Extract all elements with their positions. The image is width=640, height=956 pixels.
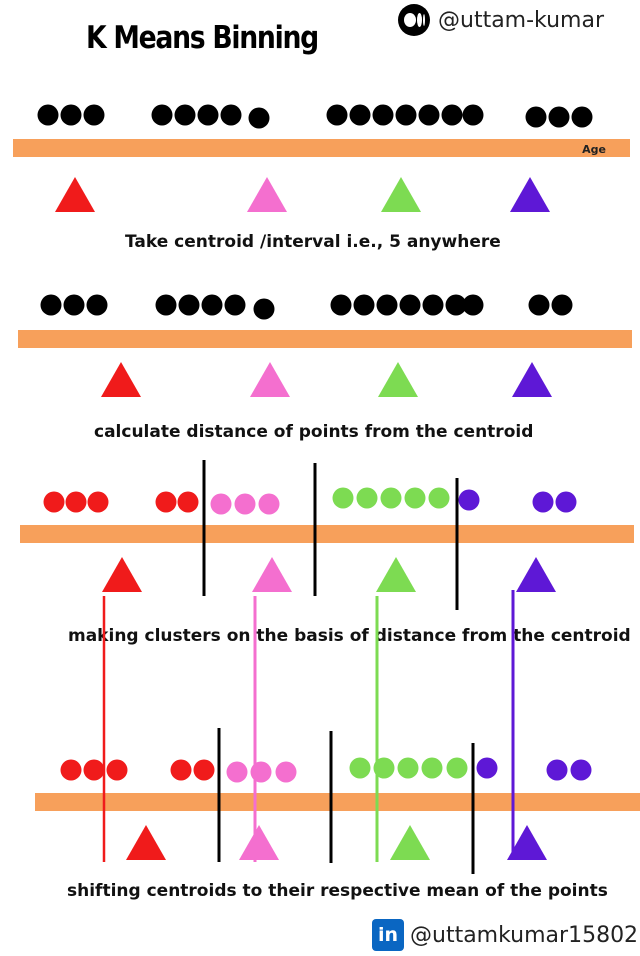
data-point: [528, 294, 550, 316]
cluster-point: [404, 487, 426, 509]
step3-caption: making clusters on the basis of distance…: [68, 626, 631, 646]
age-axis-label: Age: [582, 143, 606, 156]
data-point: [220, 104, 242, 126]
data-point: [441, 104, 463, 126]
data-point: [551, 294, 573, 316]
data-point: [525, 106, 547, 128]
data-point: [571, 106, 593, 128]
data-point: [83, 104, 105, 126]
cluster-point: [428, 487, 450, 509]
data-point: [155, 294, 177, 316]
cluster-point: [570, 759, 592, 781]
cluster-point: [397, 757, 419, 779]
data-point: [372, 104, 394, 126]
data-point: [60, 104, 82, 126]
data-point: [326, 104, 348, 126]
data-point: [330, 294, 352, 316]
data-point: [178, 294, 200, 316]
linkedin-handle: @uttamkumar15802: [410, 922, 639, 948]
data-point: [376, 294, 398, 316]
centroid-triangle: [507, 825, 547, 860]
centroid-triangle: [239, 825, 279, 860]
data-point: [248, 107, 270, 129]
data-point: [445, 294, 467, 316]
centroid-triangle: [390, 825, 430, 860]
data-point: [399, 294, 421, 316]
cluster-point: [476, 757, 498, 779]
centroid-triangle: [516, 557, 556, 592]
cluster-point: [234, 493, 256, 515]
step1-caption: Take centroid /interval i.e., 5 anywhere: [125, 232, 501, 252]
data-point: [395, 104, 417, 126]
data-point: [422, 294, 444, 316]
cluster-point: [43, 491, 65, 513]
cluster-point: [226, 761, 248, 783]
centroid-triangle: [126, 825, 166, 860]
cluster-point: [446, 757, 468, 779]
cluster-point: [275, 761, 297, 783]
cluster-point: [356, 487, 378, 509]
data-point: [353, 294, 375, 316]
medium-credit[interactable]: @uttam-kumar: [398, 4, 604, 36]
data-point: [201, 294, 223, 316]
data-point: [548, 106, 570, 128]
cluster-point: [258, 493, 280, 515]
age-axis-bar-2: [18, 330, 632, 348]
cluster-point: [349, 757, 371, 779]
cluster-point: [332, 487, 354, 509]
step2-caption: calculate distance of points from the ce…: [94, 422, 534, 442]
step4-caption: shifting centroids to their respective m…: [67, 881, 608, 901]
data-point: [462, 294, 484, 316]
linkedin-icon: in: [372, 919, 404, 951]
data-point: [40, 294, 62, 316]
data-point: [63, 294, 85, 316]
cluster-point: [170, 759, 192, 781]
centroid-triangle: [101, 362, 141, 397]
cluster-point: [155, 491, 177, 513]
data-point: [253, 298, 275, 320]
centroid-triangle: [252, 557, 292, 592]
cluster-point: [83, 759, 105, 781]
age-axis-bar-4: [35, 793, 640, 811]
centroid-triangle: [378, 362, 418, 397]
medium-icon: [398, 4, 430, 36]
centroid-triangle: [102, 557, 142, 592]
data-point: [197, 104, 219, 126]
data-point: [462, 104, 484, 126]
age-axis-bar-3: [20, 525, 634, 543]
data-point: [174, 104, 196, 126]
cluster-point: [532, 491, 554, 513]
cluster-point: [380, 487, 402, 509]
centroid-triangle: [512, 362, 552, 397]
cluster-point: [65, 491, 87, 513]
centroid-triangle: [55, 177, 95, 212]
centroid-triangle: [376, 557, 416, 592]
centroid-triangle: [247, 177, 287, 212]
centroid-triangle: [510, 177, 550, 212]
data-point: [418, 104, 440, 126]
cluster-point: [87, 491, 109, 513]
cluster-point: [555, 491, 577, 513]
data-point: [37, 104, 59, 126]
data-point: [86, 294, 108, 316]
cluster-point: [60, 759, 82, 781]
cluster-point: [193, 759, 215, 781]
centroid-triangle: [250, 362, 290, 397]
data-point: [224, 294, 246, 316]
cluster-point: [177, 491, 199, 513]
page-title: K Means Binning: [86, 20, 319, 56]
cluster-point: [373, 757, 395, 779]
medium-handle: @uttam-kumar: [438, 7, 605, 33]
cluster-point: [210, 493, 232, 515]
cluster-point: [546, 759, 568, 781]
cluster-point: [106, 759, 128, 781]
data-point: [151, 104, 173, 126]
age-axis-bar-1: Age: [13, 139, 630, 157]
centroid-triangle: [381, 177, 421, 212]
linkedin-credit[interactable]: in @uttamkumar15802: [372, 918, 638, 952]
cluster-point: [458, 489, 480, 511]
cluster-point: [421, 757, 443, 779]
data-point: [349, 104, 371, 126]
